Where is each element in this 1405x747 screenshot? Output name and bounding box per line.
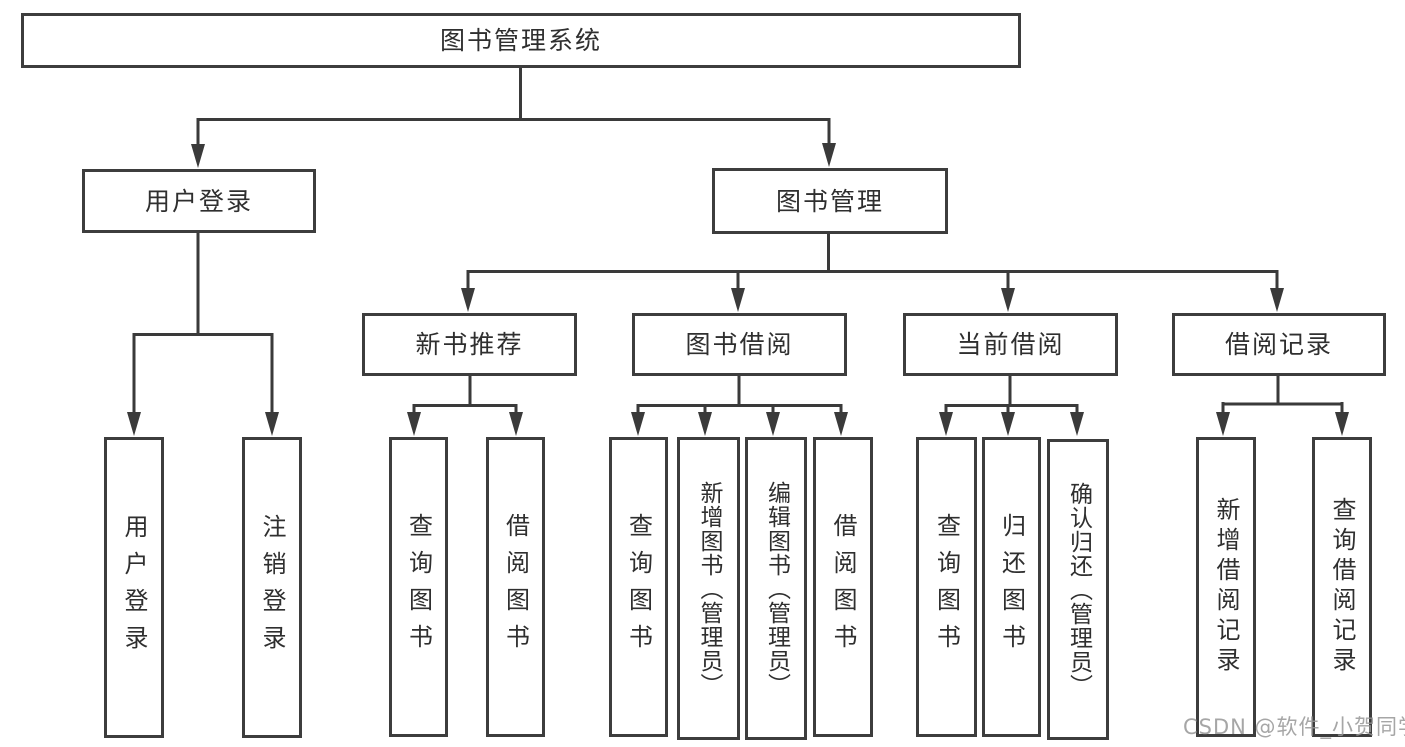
node-borrow-records-label: 借阅记录 (1224, 330, 1333, 359)
node-new-book-recommend-label: 新书推荐 (415, 330, 524, 359)
leaf-user-login-label: 用户登录 (120, 513, 148, 662)
leaf-borrow-books-recommend-label: 借阅图书 (501, 513, 530, 661)
leaf-logout-label: 注销登录 (258, 513, 286, 662)
leaf-query-books-current-label: 查询图书 (932, 513, 961, 661)
node-user-login-label: 用户登录 (144, 186, 253, 216)
arrow-down-icon (265, 412, 279, 436)
leaf-edit-books-admin-label: 编辑图书（管理员） (763, 480, 790, 697)
arrow-down-icon (1335, 412, 1349, 436)
arrow-down-icon (1216, 412, 1230, 436)
connector-root-to-level2 (196, 68, 831, 146)
arrow-down-icon (939, 412, 953, 436)
leaf-add-books-admin-label: 新增图书（管理员） (696, 480, 722, 697)
arrow-down-icon (822, 143, 836, 167)
arrow-down-icon (1270, 288, 1284, 312)
node-book-management-label: 图书管理 (775, 186, 884, 216)
arrow-down-icon (1001, 412, 1015, 436)
arrow-down-icon (461, 288, 475, 312)
connector-book-management-split (466, 233, 1279, 290)
arrow-down-icon (509, 412, 523, 436)
node-root-label: 图书管理系统 (439, 26, 602, 55)
leaf-logout: 注销登录 (242, 437, 302, 738)
leaf-confirm-return-admin-label: 确认归还（管理员） (1065, 481, 1092, 698)
node-new-book-recommend: 新书推荐 (362, 313, 577, 376)
leaf-query-books-recommend: 查询图书 (389, 437, 448, 737)
leaf-user-login: 用户登录 (104, 437, 164, 738)
leaf-add-books-admin: 新增图书（管理员） (677, 437, 740, 740)
leaf-add-borrow-record-label: 新增借阅记录 (1212, 497, 1240, 677)
node-borrow-records: 借阅记录 (1172, 313, 1386, 376)
connector-current-borrow-split (944, 375, 1079, 414)
arrow-down-icon (1070, 412, 1084, 436)
leaf-query-borrow-record-label: 查询借阅记录 (1328, 497, 1356, 677)
node-book-borrow-label: 图书借阅 (685, 330, 794, 359)
leaf-borrow-books-label: 借阅图书 (829, 513, 857, 661)
arrowhead-icons (127, 143, 1349, 436)
node-current-borrow: 当前借阅 (903, 313, 1118, 376)
connector-borrow-records-split (1221, 376, 1344, 414)
node-current-borrow-label: 当前借阅 (956, 330, 1065, 359)
node-user-login: 用户登录 (82, 169, 316, 233)
leaf-add-borrow-record: 新增借阅记录 (1196, 437, 1256, 737)
leaf-borrow-books-recommend: 借阅图书 (486, 437, 545, 737)
arrow-down-icon (191, 144, 205, 168)
leaf-return-books: 归还图书 (982, 437, 1041, 737)
connector-new-book-rec-split (412, 375, 518, 414)
arrow-down-icon (631, 412, 645, 436)
arrow-down-icon (731, 288, 745, 312)
connector-book-borrow-split (636, 375, 843, 414)
arrow-down-icon (1001, 288, 1015, 312)
arrow-down-icon (766, 412, 780, 436)
node-book-borrow: 图书借阅 (632, 313, 847, 376)
leaf-query-books-recommend-label: 查询图书 (404, 513, 433, 661)
leaf-return-books-label: 归还图书 (997, 513, 1026, 661)
arrow-down-icon (698, 412, 712, 436)
arrow-down-icon (407, 412, 421, 436)
node-root: 图书管理系统 (21, 13, 1021, 68)
csdn-watermark: CSDN @软件_小贺同学 (1183, 715, 1405, 739)
leaf-confirm-return-admin: 确认归还（管理员） (1047, 439, 1109, 740)
leaf-query-borrow-record: 查询借阅记录 (1312, 437, 1372, 737)
leaf-edit-books-admin: 编辑图书（管理员） (745, 437, 807, 740)
arrow-down-icon (127, 412, 141, 436)
leaf-query-books-borrow-label: 查询图书 (624, 513, 653, 661)
connector-user-login-split (132, 232, 274, 414)
leaf-query-books-borrow: 查询图书 (609, 437, 668, 737)
arrow-down-icon (834, 412, 848, 436)
leaf-query-books-current: 查询图书 (916, 437, 977, 737)
node-book-management: 图书管理 (712, 168, 948, 234)
leaf-borrow-books: 借阅图书 (813, 437, 873, 737)
